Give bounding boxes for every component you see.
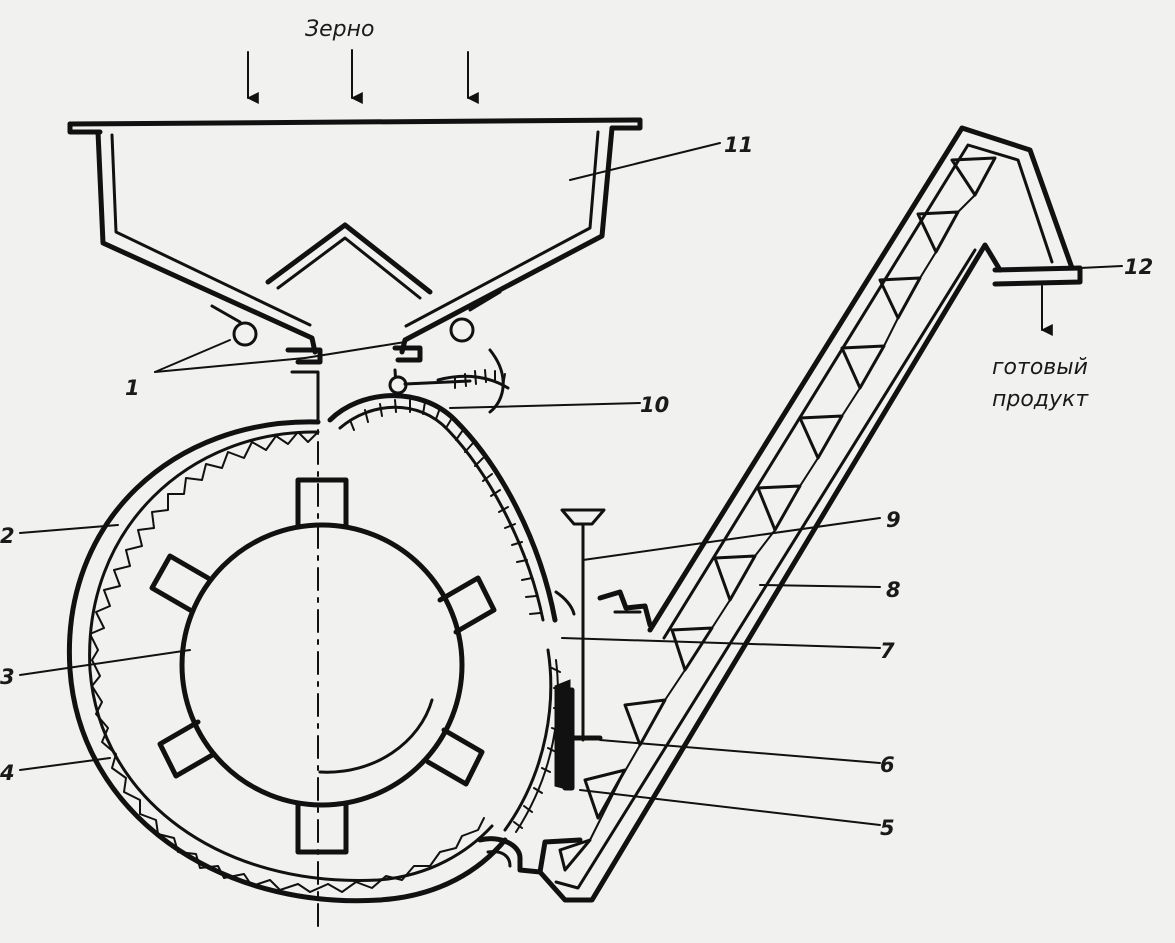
drum-casing: [66, 393, 563, 904]
screw-conveyor: [537, 125, 1083, 903]
label-8: 8: [886, 578, 901, 602]
hopper: [67, 117, 643, 424]
adjuster-9: [554, 508, 606, 791]
label-10: 10: [640, 393, 669, 417]
label-4: 4: [0, 761, 15, 785]
label-5: 5: [880, 816, 895, 840]
label-12: 12: [1124, 255, 1153, 279]
label-7: 7: [880, 639, 895, 663]
label-3: 3: [0, 665, 15, 689]
label-output-line2: продукт: [992, 387, 1089, 412]
gauge-10: [388, 348, 510, 414]
label-output-line1: готовый: [992, 355, 1088, 380]
label-6: 6: [880, 753, 895, 777]
label-2: 2: [0, 524, 15, 548]
leader-lines: [19, 142, 1123, 826]
label-9: 9: [886, 508, 901, 532]
label-input: Зерно: [305, 17, 374, 42]
label-11: 11: [724, 133, 753, 157]
label-1: 1: [125, 376, 140, 400]
input-arrows: [246, 49, 479, 104]
rotor: [149, 399, 497, 931]
